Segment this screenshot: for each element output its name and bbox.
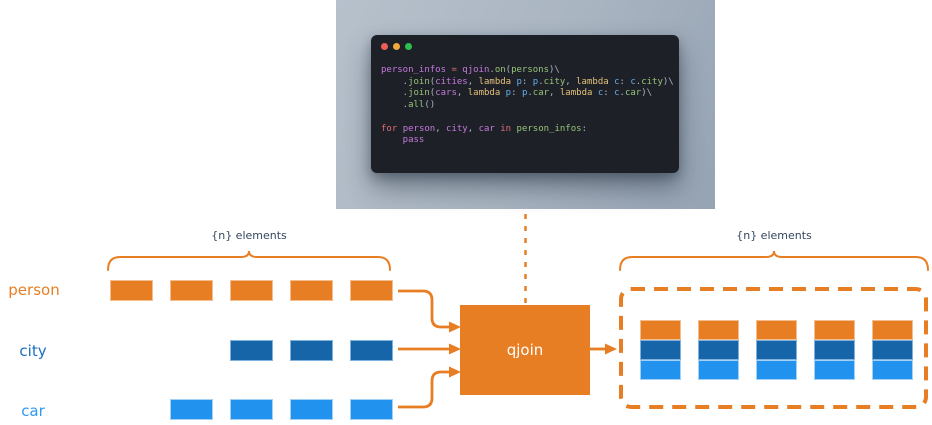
person-arrowhead-icon <box>449 321 461 333</box>
result-car-cell <box>640 360 681 380</box>
result-person-cell <box>756 320 797 340</box>
right-count-annotation: {n} elements <box>736 229 812 242</box>
code-line: .join(cars, lambda p: p.car, lambda c: c… <box>381 88 653 99</box>
result-tuple <box>698 320 739 380</box>
output-arrowhead-icon <box>605 343 617 355</box>
close-window-icon[interactable] <box>381 43 388 50</box>
result-car-cell <box>814 360 855 380</box>
result-tuple <box>756 320 797 380</box>
code-line: .all() <box>381 100 436 111</box>
person-element <box>110 280 153 301</box>
city-element <box>290 340 333 361</box>
car-row-label: car <box>21 402 45 420</box>
left-brace <box>107 250 391 271</box>
result-city-cell <box>640 340 681 360</box>
car-element <box>350 399 393 420</box>
code-line: for person, city, car in person_infos: <box>381 123 587 134</box>
result-city-cell <box>756 340 797 360</box>
car-arrow <box>398 370 449 409</box>
person-element <box>350 280 393 301</box>
result-city-cell <box>814 340 855 360</box>
result-tuple <box>814 320 855 380</box>
code-screenshot-region: person_infos = qjoin.on(persons)\ .join(… <box>336 0 715 209</box>
code-line: person_infos = qjoin.on(persons)\ <box>381 65 560 75</box>
code-block: person_infos = qjoin.on(persons)\ .join(… <box>381 65 674 147</box>
right-brace <box>619 250 929 271</box>
left-count-annotation: {n} elements <box>211 229 287 242</box>
result-person-cell <box>814 320 855 340</box>
car-element <box>230 399 273 420</box>
result-car-cell <box>872 360 913 380</box>
result-tuple <box>640 320 681 380</box>
person-arrow <box>398 289 449 329</box>
result-car-cell <box>698 360 739 380</box>
car-element <box>170 399 213 420</box>
car-element <box>290 399 333 420</box>
result-dashed-box <box>619 287 928 409</box>
result-person-cell <box>872 320 913 340</box>
result-tuple <box>872 320 913 380</box>
maximize-window-icon[interactable] <box>405 43 412 50</box>
window-controls <box>381 43 412 50</box>
terminal-window: person_infos = qjoin.on(persons)\ .join(… <box>371 35 679 173</box>
person-element <box>290 280 333 301</box>
result-city-cell <box>698 340 739 360</box>
person-row-label: person <box>8 281 60 299</box>
car-arrowhead-icon <box>449 366 461 378</box>
qjoin-node: qjoin <box>460 305 590 395</box>
person-element <box>170 280 213 301</box>
minimize-window-icon[interactable] <box>393 43 400 50</box>
city-element <box>230 340 273 361</box>
city-row-label: city <box>19 342 47 360</box>
qjoin-label: qjoin <box>506 341 544 359</box>
city-arrowhead-icon <box>449 343 461 355</box>
code-line: .join(cities, lambda p: p.city, lambda c… <box>381 76 674 87</box>
code-line: pass <box>381 135 425 146</box>
result-city-cell <box>872 340 913 360</box>
person-element <box>230 280 273 301</box>
city-element <box>350 340 393 361</box>
result-car-cell <box>756 360 797 380</box>
result-person-cell <box>698 320 739 340</box>
result-person-cell <box>640 320 681 340</box>
